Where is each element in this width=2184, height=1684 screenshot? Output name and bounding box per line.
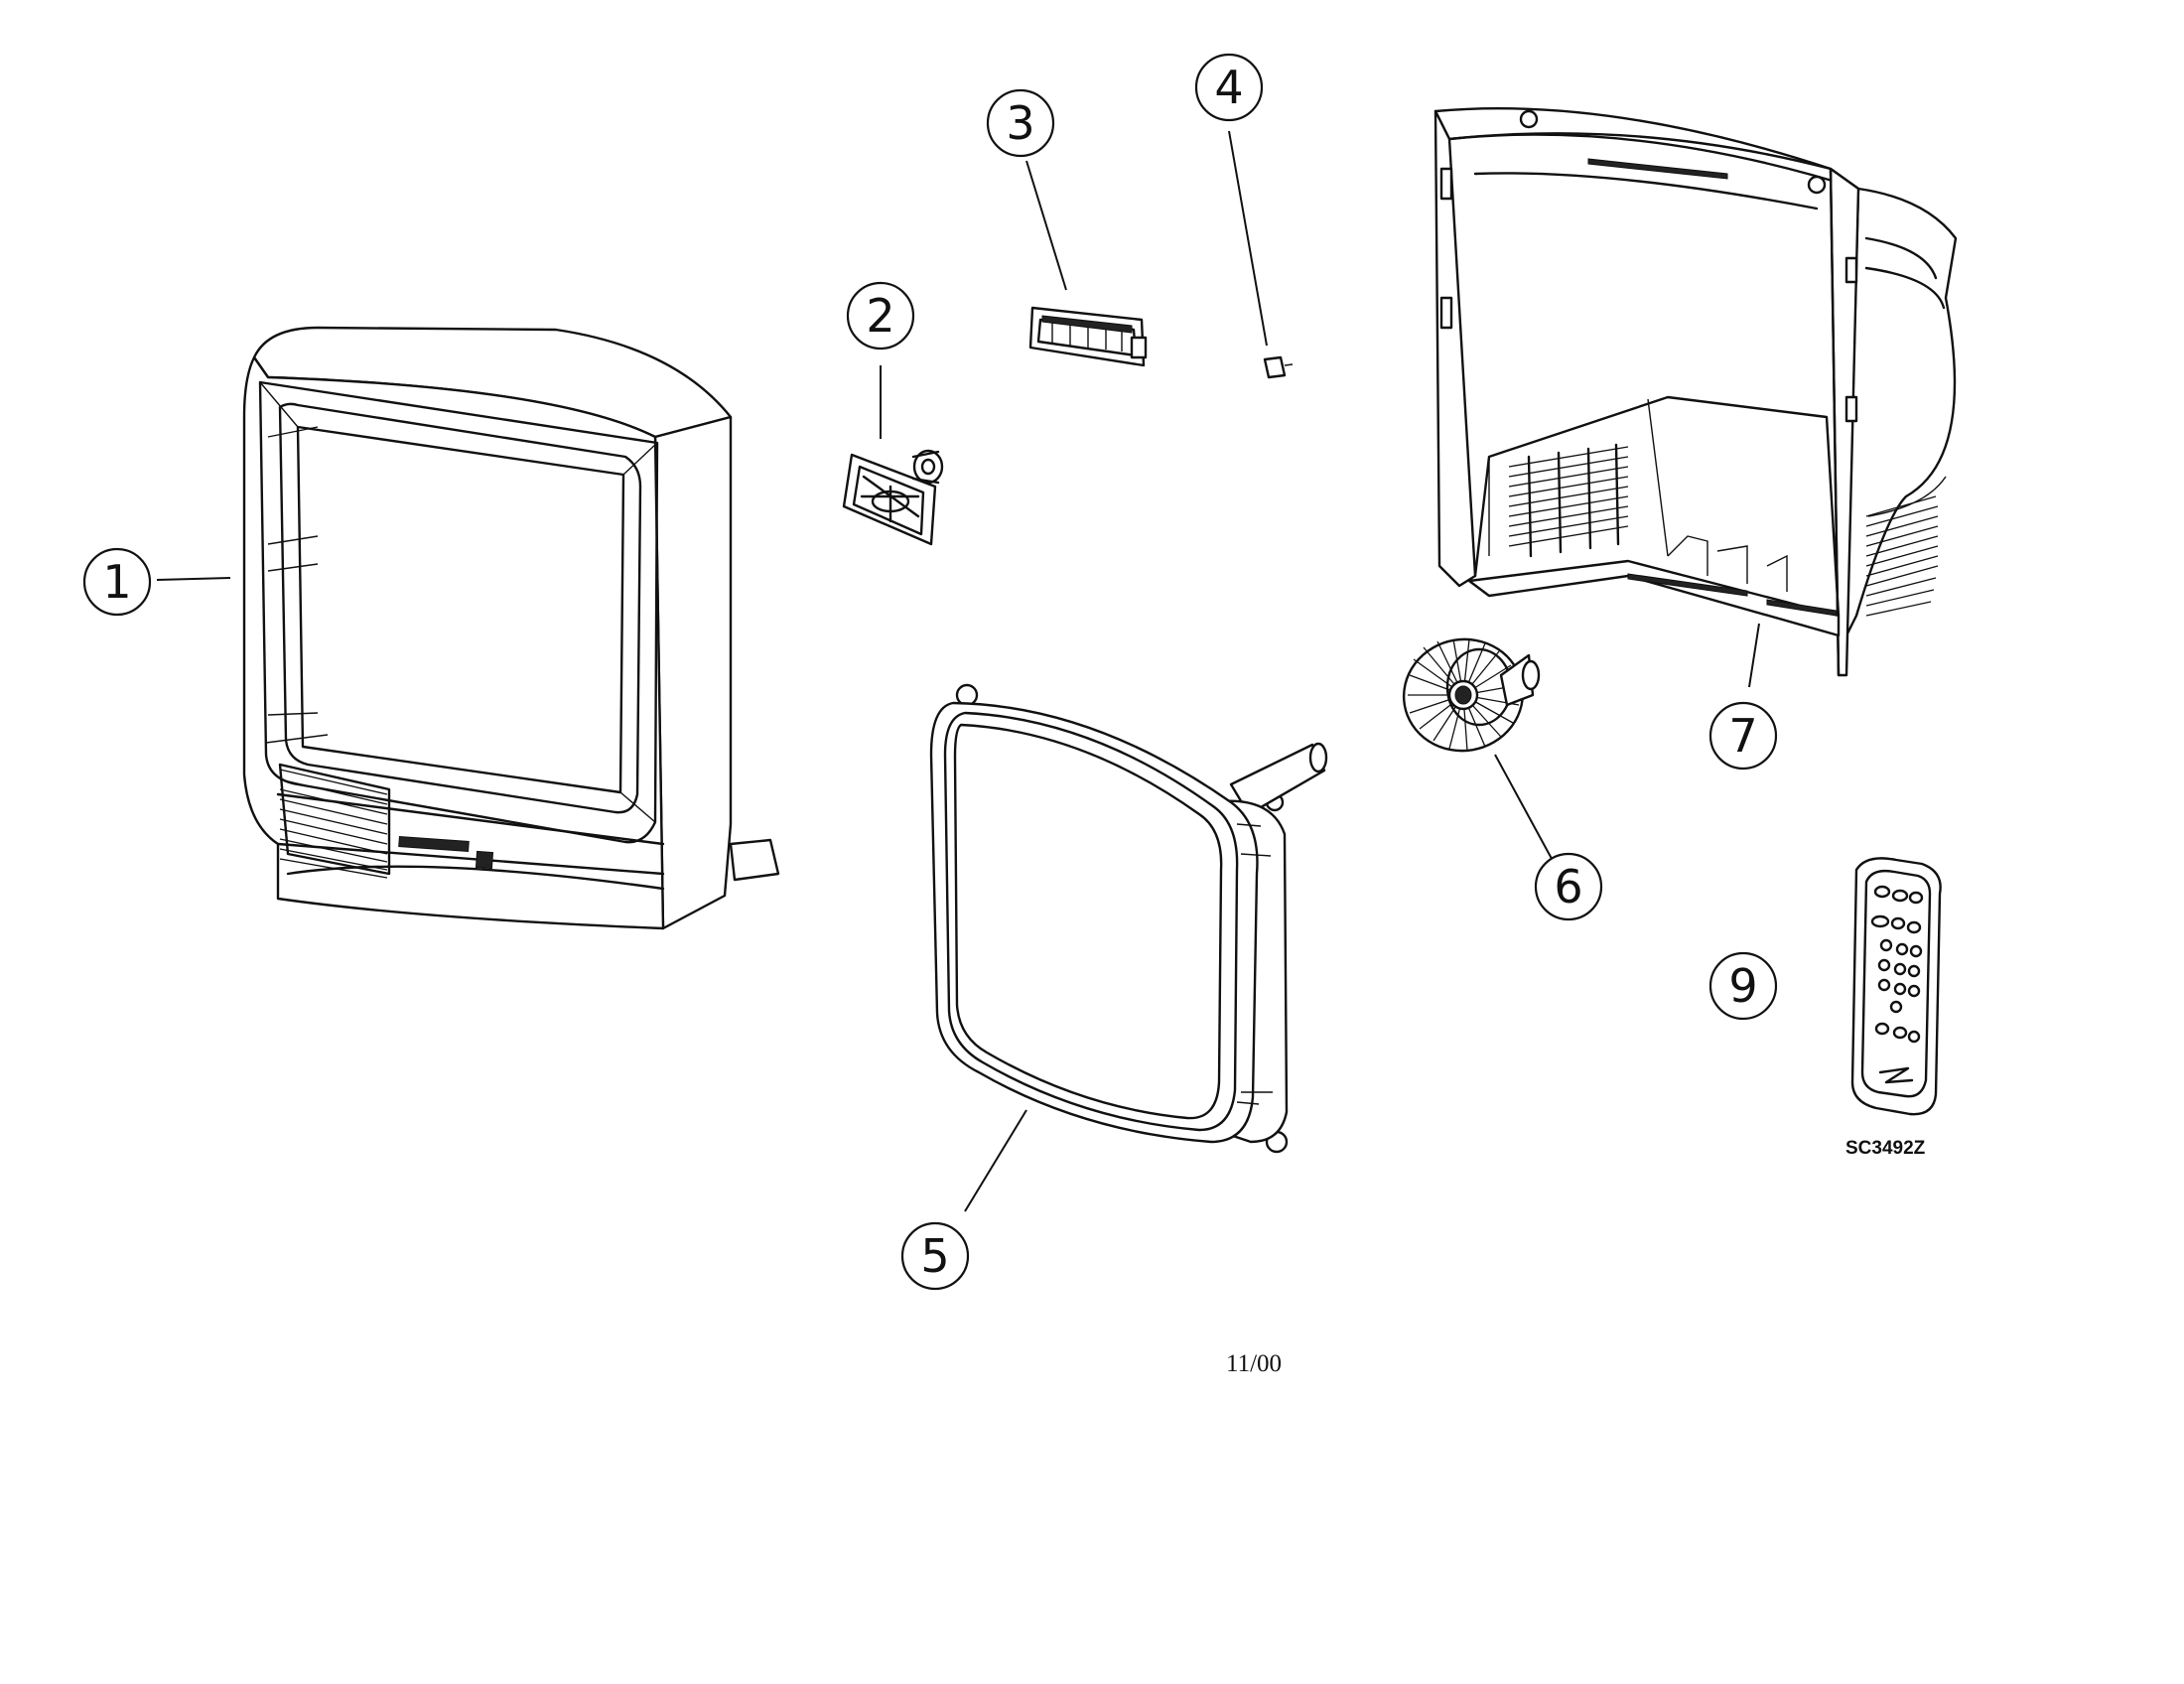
callout-9: 9 [1708,951,1778,1021]
callout-label-5: 5 [920,1229,949,1283]
small-speaker-drawing [842,449,944,546]
leader-lines [156,130,1760,1212]
callout-3: 3 [986,88,1055,158]
front-speaker-grille [278,763,391,879]
large-speaker-drawing [1402,637,1541,753]
knob-drawing [1263,355,1294,379]
callout-5: 5 [900,1221,970,1291]
callout-label-9: 9 [1728,959,1757,1013]
callout-label-3: 3 [1006,96,1034,150]
callout-4: 4 [1194,53,1264,122]
left-vent-grille [1508,443,1629,558]
callout-7: 7 [1708,701,1778,771]
front-control-strip [398,836,494,870]
front-cabinet-drawing [242,326,780,930]
callout-label-4: 4 [1214,61,1243,114]
revision-date: 11/00 [1226,1350,1282,1377]
rear-vent-grille [1865,495,1939,617]
remote-model-label: SC3492Z [1845,1138,1926,1159]
callout-label-2: 2 [866,289,894,343]
callout-label-1: 1 [102,555,131,609]
callout-label-6: 6 [1554,860,1582,913]
callout-1: 1 [82,547,152,617]
callout-2: 2 [846,281,915,351]
callout-label-7: 7 [1728,709,1757,763]
callout-6: 6 [1534,852,1603,921]
picture-tube-drawing [929,683,1328,1154]
back-cabinet-drawing [1433,106,1958,677]
control-bracket-drawing [1028,306,1148,367]
remote-control-drawing [1850,857,1942,1116]
